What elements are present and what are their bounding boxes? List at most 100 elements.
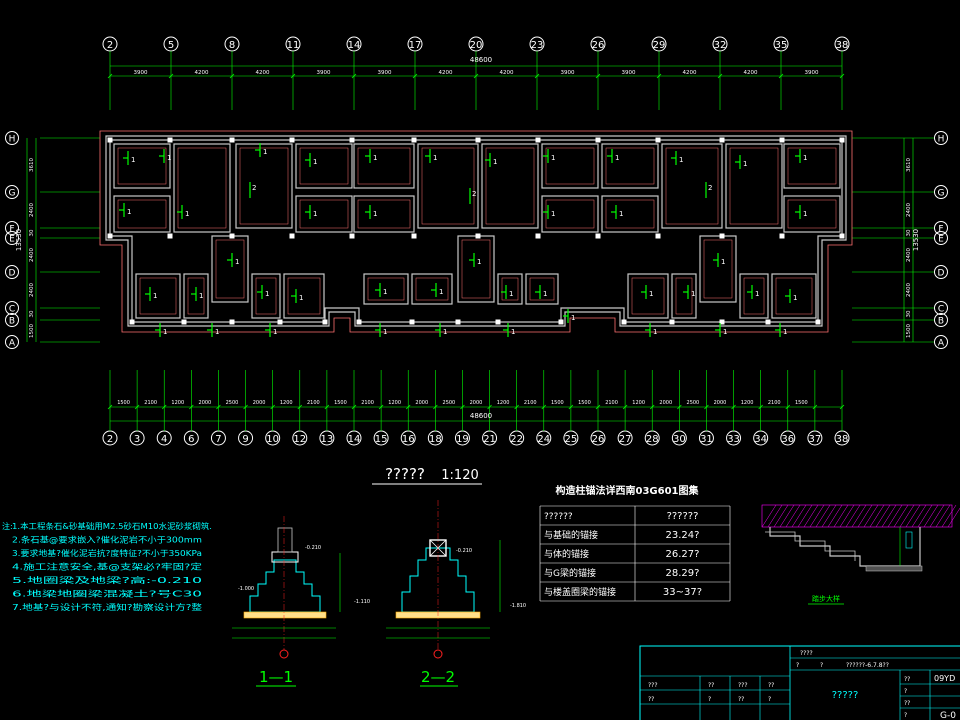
table-cell: ?????? xyxy=(544,512,573,522)
room-wall xyxy=(211,235,249,303)
dim-text: 2100 xyxy=(524,400,537,406)
dim-text: 2500 xyxy=(443,400,456,406)
drawing-name: ????? xyxy=(832,690,859,701)
column xyxy=(765,319,771,325)
svg-text:1: 1 xyxy=(691,290,695,298)
dim-text: 2400 xyxy=(29,248,35,262)
dim-text: 2100 xyxy=(768,400,781,406)
row-axis-bubble xyxy=(5,185,19,199)
column xyxy=(289,137,295,143)
room-wall xyxy=(739,273,769,319)
axis-label: 14 xyxy=(348,434,361,445)
room-wall xyxy=(699,235,737,303)
titleblock-cell: ? xyxy=(708,696,711,703)
room-cells xyxy=(113,143,841,319)
svg-text:-1.110: -1.110 xyxy=(354,599,370,605)
section-1-1: -0.210 -1.000 -1.110 1—1 xyxy=(232,516,370,687)
notes-prefix: 注: xyxy=(2,521,13,531)
row-axis-bubble xyxy=(5,313,19,327)
column xyxy=(655,137,661,143)
room-foundation-edge xyxy=(187,277,205,315)
svg-text:1: 1 xyxy=(755,290,759,298)
svg-text:1: 1 xyxy=(373,154,377,162)
plan-scale: 1:120 xyxy=(441,468,478,483)
svg-text:-0.210: -0.210 xyxy=(456,548,472,554)
row-axis-bubble xyxy=(5,265,19,279)
svg-text:1: 1 xyxy=(721,258,725,266)
note-line: 6.地梁地圈梁混凝土?号C30 xyxy=(12,589,202,599)
svg-text:G-0: G-0 xyxy=(940,711,956,720)
column xyxy=(289,233,295,239)
dim-text: 4200 xyxy=(683,70,697,76)
titleblock-cell: ?? xyxy=(768,682,774,689)
svg-text:1: 1 xyxy=(383,328,387,336)
axis-label: 26 xyxy=(592,434,605,445)
row-axis-label: B xyxy=(9,317,15,327)
table-cell: 33~37? xyxy=(663,587,702,598)
column xyxy=(779,233,785,239)
row-axis-label: C xyxy=(938,305,944,315)
room-foundation-edge xyxy=(357,199,411,229)
column xyxy=(595,137,601,143)
room-wall xyxy=(783,143,841,189)
svg-text:1: 1 xyxy=(477,258,481,266)
dim-text: 3610 xyxy=(906,158,912,172)
svg-text:?: ? xyxy=(820,662,823,669)
room-foundation-edge xyxy=(139,277,177,315)
axis-label: 22 xyxy=(510,434,523,445)
column xyxy=(455,319,461,325)
room-foundation-edge xyxy=(743,277,765,315)
row-axis-bubble xyxy=(934,185,948,199)
titleblock-cell: ??? xyxy=(738,682,748,689)
row-axis-bubble xyxy=(934,335,948,349)
axis-label: 21 xyxy=(483,434,496,445)
room-foundation-edge xyxy=(605,199,655,229)
svg-text:1: 1 xyxy=(131,156,135,164)
svg-text:1: 1 xyxy=(653,328,657,336)
axis-label: 32 xyxy=(714,40,727,51)
dim-text: 4200 xyxy=(256,70,270,76)
dim-text: 3900 xyxy=(134,70,148,76)
column xyxy=(409,319,415,325)
outer-wall xyxy=(105,135,847,327)
room-wall xyxy=(295,195,353,233)
axis-label: 18 xyxy=(429,434,442,445)
dim-text: 3900 xyxy=(317,70,331,76)
dim-text: 4200 xyxy=(500,70,514,76)
room-foundation-edge xyxy=(485,147,535,225)
titleblock-cell: ? xyxy=(904,712,907,719)
axis-label: 2 xyxy=(107,434,113,445)
left-total-dim: 13530 xyxy=(15,229,23,251)
room-foundation-edge xyxy=(239,147,289,225)
dim-text: 2000 xyxy=(199,400,212,406)
svg-text:1: 1 xyxy=(263,148,267,156)
svg-text:?: ? xyxy=(796,662,799,669)
room-foundation-edge xyxy=(501,277,519,301)
dim-text: 2000 xyxy=(253,400,266,406)
svg-text:1: 1 xyxy=(127,208,131,216)
svg-text:1: 1 xyxy=(215,328,219,336)
dim-text: 1500 xyxy=(551,400,564,406)
room-wall xyxy=(353,195,415,233)
plan-title: ????? xyxy=(385,465,425,483)
axis-label: 19 xyxy=(456,434,469,445)
dim-text: 30 xyxy=(29,229,35,236)
dim-text: 2000 xyxy=(415,400,428,406)
axis-label: 11 xyxy=(287,40,300,51)
svg-text:-0.210: -0.210 xyxy=(305,545,321,551)
row-axis-bubble xyxy=(5,221,19,235)
axis-label: 23 xyxy=(531,40,544,51)
stair-label: 踏步大样 xyxy=(812,594,840,603)
dim-text: 2000 xyxy=(470,400,483,406)
room-foundation-edge xyxy=(117,199,167,229)
dim-text: 4200 xyxy=(439,70,453,76)
svg-text:1: 1 xyxy=(313,158,317,166)
column xyxy=(558,319,564,325)
column xyxy=(167,233,173,239)
dim-text: 1200 xyxy=(497,400,510,406)
dim-text: 1500 xyxy=(117,400,130,406)
room-foundation-edge xyxy=(299,147,349,185)
column xyxy=(475,137,481,143)
